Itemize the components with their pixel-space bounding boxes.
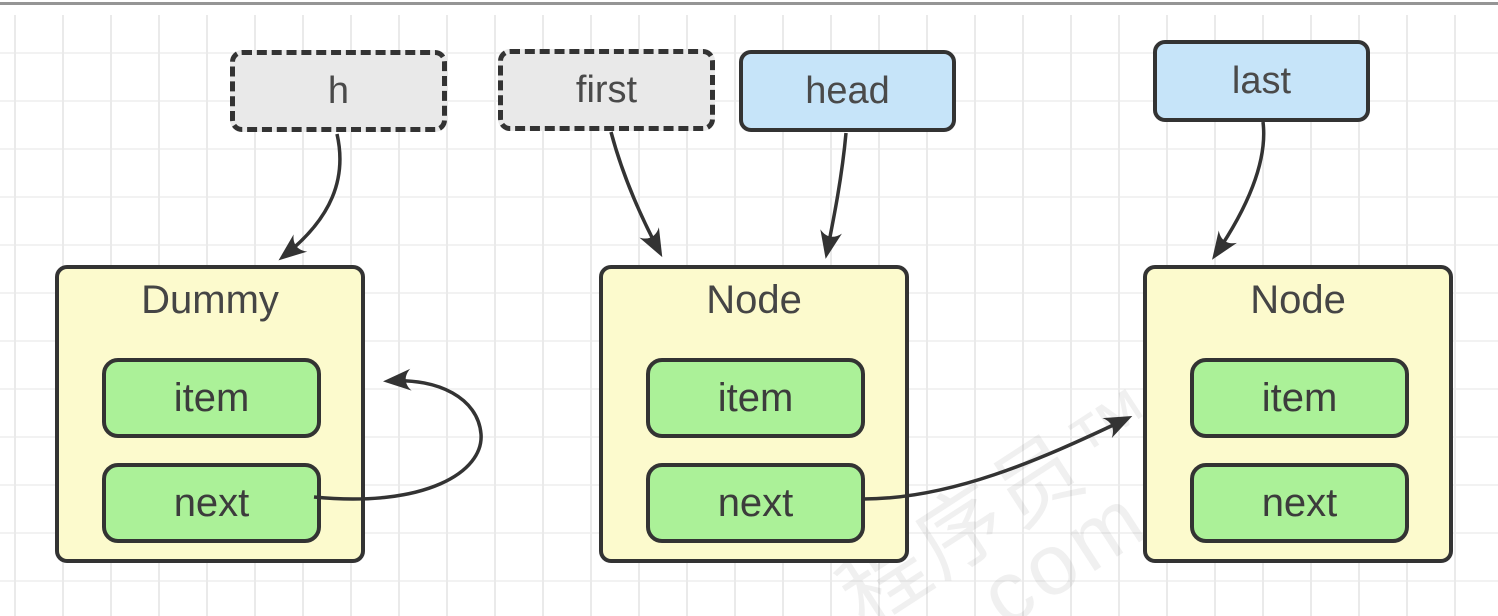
field-item: item xyxy=(1190,358,1409,438)
pointer-box-head: head xyxy=(739,50,956,132)
node-title: Node xyxy=(1250,278,1346,322)
node-box-dummy: Dummy item next xyxy=(55,265,365,563)
field-label: next xyxy=(173,480,250,525)
pointer-label: last xyxy=(1231,59,1292,102)
node-title: Dummy xyxy=(141,278,279,322)
field-next: next xyxy=(646,463,865,543)
pointer-box-last: last xyxy=(1153,40,1370,122)
field-label: next xyxy=(1261,480,1338,525)
pointer-box-first: first xyxy=(498,49,715,131)
field-item: item xyxy=(102,358,321,438)
field-label: next xyxy=(717,480,794,525)
node-box-right: Node item next xyxy=(1143,265,1453,563)
top-border-rule xyxy=(0,2,1498,5)
pointer-box-h: h xyxy=(230,50,447,132)
field-label: item xyxy=(1261,375,1338,420)
field-next: next xyxy=(102,463,321,543)
node-title: Node xyxy=(706,278,802,322)
node-box-middle: Node item next xyxy=(599,265,909,563)
field-label: item xyxy=(717,375,794,420)
field-item: item xyxy=(646,358,865,438)
pointer-label: first xyxy=(575,68,638,111)
field-label: item xyxy=(173,375,250,420)
pointer-label: head xyxy=(805,69,890,112)
field-next: next xyxy=(1190,463,1409,543)
pointer-label: h xyxy=(327,69,350,112)
